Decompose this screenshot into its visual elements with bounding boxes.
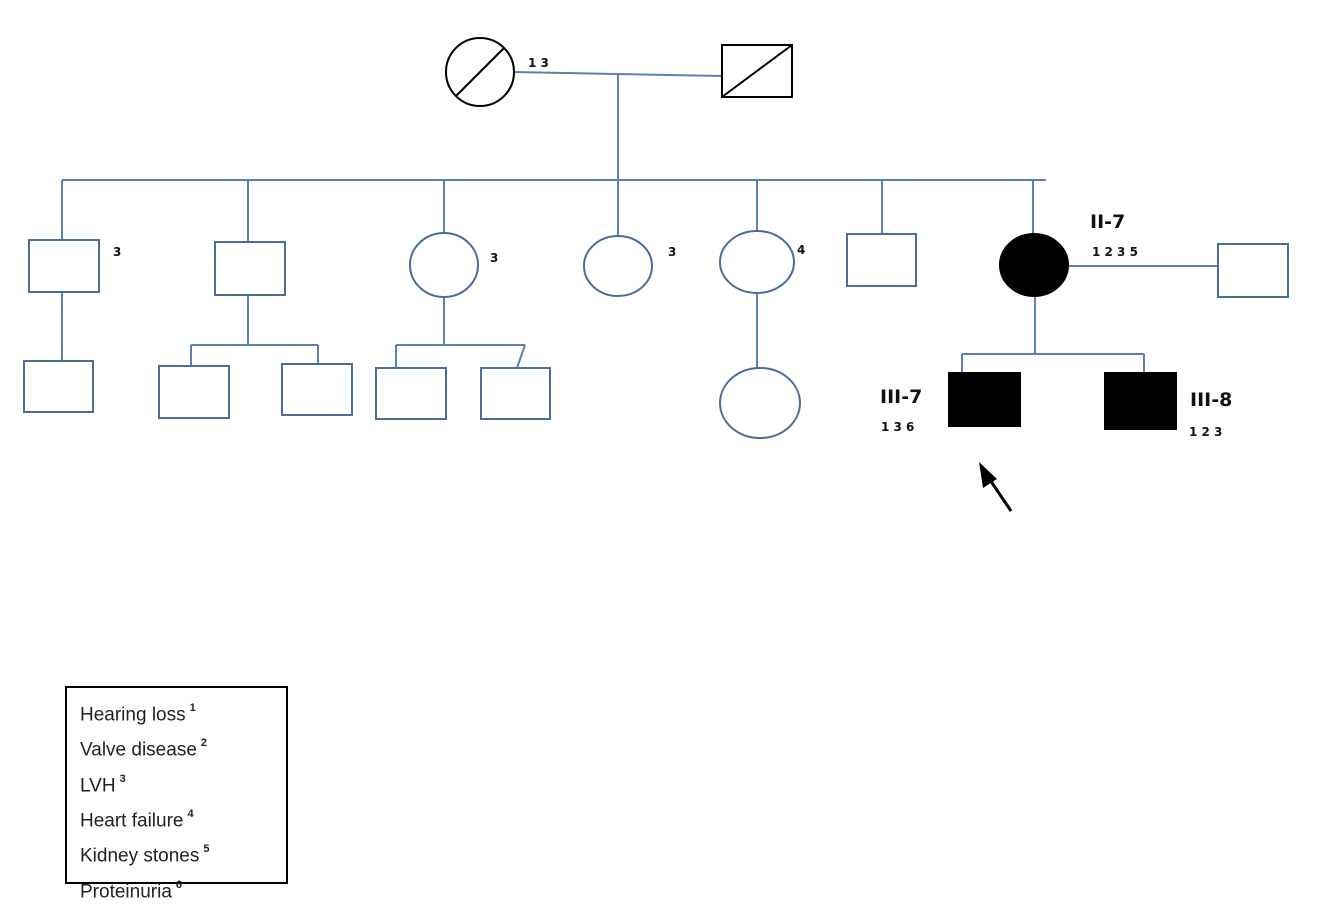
female-symbol: [583, 235, 653, 297]
individual-II-7-spouse: [1217, 243, 1289, 298]
female-symbol: [409, 232, 479, 298]
individual-I-2: [721, 44, 793, 98]
affected-female-symbol: [999, 233, 1069, 297]
legend-mark: 3: [119, 772, 126, 785]
legend-label: Valve disease: [80, 739, 197, 761]
male-symbol: [28, 239, 100, 293]
male-symbol: [158, 365, 230, 419]
proband-arrow-icon: [979, 462, 1013, 512]
individual-id: II-7: [1090, 211, 1125, 233]
affected-male-symbol: [1104, 372, 1177, 430]
phenotype-numbers: 1 3: [528, 56, 549, 70]
male-symbol: [214, 241, 286, 296]
pedigree-lines: [61, 71, 1218, 373]
individual-III-5: [480, 367, 551, 420]
individual-II-1: 3: [28, 239, 121, 293]
male-symbol: [846, 233, 917, 287]
legend-label: Heart failure: [80, 810, 184, 832]
deceased-slash: [721, 44, 793, 98]
phenotype-numbers: 3: [113, 245, 121, 259]
phenotype-numbers: 3: [668, 245, 676, 259]
male-symbol: [1217, 243, 1289, 298]
phenotype-numbers: 1 2 3 5: [1092, 245, 1138, 259]
phenotype-numbers: 1 2 3: [1189, 425, 1222, 439]
individual-id: III-7: [880, 386, 922, 408]
individual-III-3: [281, 363, 353, 416]
individual-I-1: 1 3: [445, 37, 549, 107]
individual-III-2: [158, 365, 230, 419]
legend-mark: 1: [189, 702, 196, 714]
male-symbol: [480, 367, 551, 420]
legend-mark: 6: [175, 878, 183, 891]
legend-label: Kidney stones: [80, 845, 200, 867]
male-symbol: [23, 360, 94, 413]
legend-mark: 4: [187, 807, 194, 820]
deceased-slash: [455, 47, 505, 97]
male-symbol: [375, 367, 447, 420]
legend-mark: 5: [203, 843, 210, 856]
female-symbol: [719, 230, 795, 294]
individual-II-4: 3: [583, 235, 676, 297]
legend-mark: 2: [200, 737, 208, 750]
legend-label: Proteinuria: [80, 880, 172, 902]
individual-III-7: III-7 1 3 6: [880, 372, 1021, 434]
individual-II-5: 4: [719, 230, 805, 294]
drop-III-3b: [516, 344, 526, 369]
individual-II-7: II-7 1 2 3 5: [999, 211, 1138, 297]
individual-id: III-8: [1190, 389, 1232, 411]
female-symbol: [719, 367, 801, 439]
affected-male-symbol: [948, 372, 1021, 427]
individual-III-1: [23, 360, 94, 413]
phenotype-numbers: 3: [490, 251, 498, 265]
individual-II-3: 3: [409, 232, 498, 298]
individual-III-8: III-8 1 2 3: [1104, 372, 1232, 439]
legend-label: Hearing loss: [80, 704, 186, 726]
phenotype-numbers: 4: [797, 243, 805, 257]
individual-II-6: [846, 233, 917, 287]
legend-label: LVH: [80, 774, 116, 796]
individual-III-4: [375, 367, 447, 420]
male-symbol: [281, 363, 353, 416]
phenotype-numbers: 1 3 6: [881, 420, 914, 434]
individual-III-6: [719, 367, 801, 439]
individual-II-2: [214, 241, 286, 296]
